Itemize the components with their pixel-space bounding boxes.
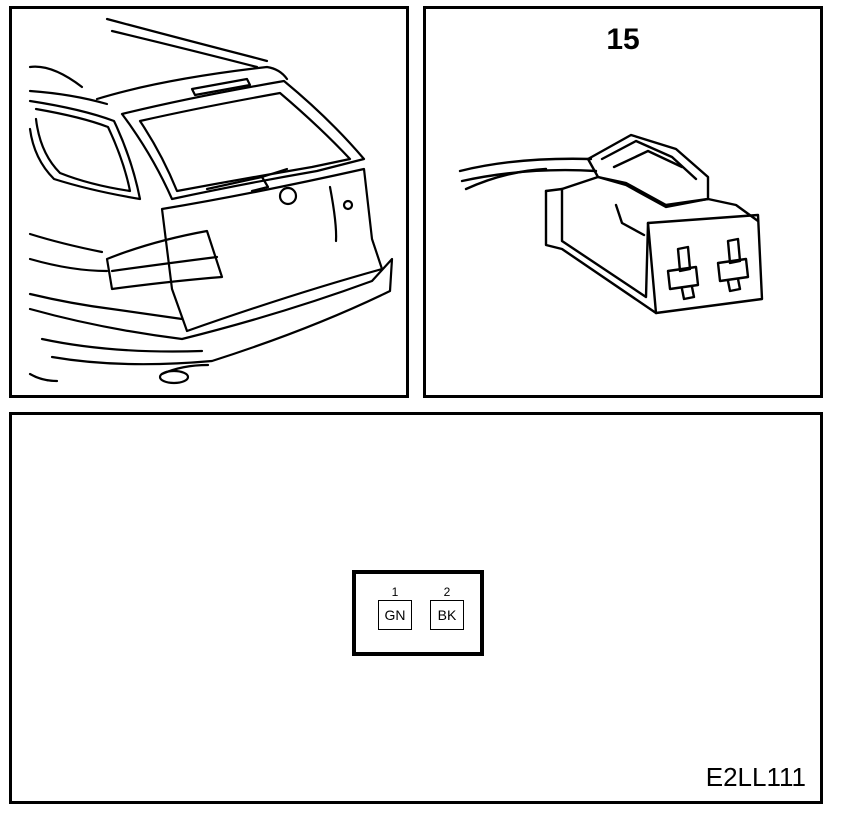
pin-wire-color: BK: [430, 600, 464, 630]
pin-2: 2 BK: [430, 586, 464, 630]
connector-drawing: [458, 133, 764, 315]
pin-number: 1: [391, 585, 399, 599]
car-rear-drawing: [28, 17, 394, 385]
pin-number: 2: [443, 585, 451, 599]
pin-1: 1 GN: [378, 586, 412, 630]
figure-code: E2LL111: [705, 762, 806, 792]
car-rear-illustration-panel: [9, 6, 409, 398]
pinout-panel: 1 GN 2 BK E2LL111: [9, 412, 823, 804]
connector-number: 15: [606, 23, 640, 56]
connector-face-diagram: 1 GN 2 BK: [352, 570, 484, 656]
pin-wire-color: GN: [378, 600, 412, 630]
connector-illustration-panel: 15: [423, 6, 823, 398]
